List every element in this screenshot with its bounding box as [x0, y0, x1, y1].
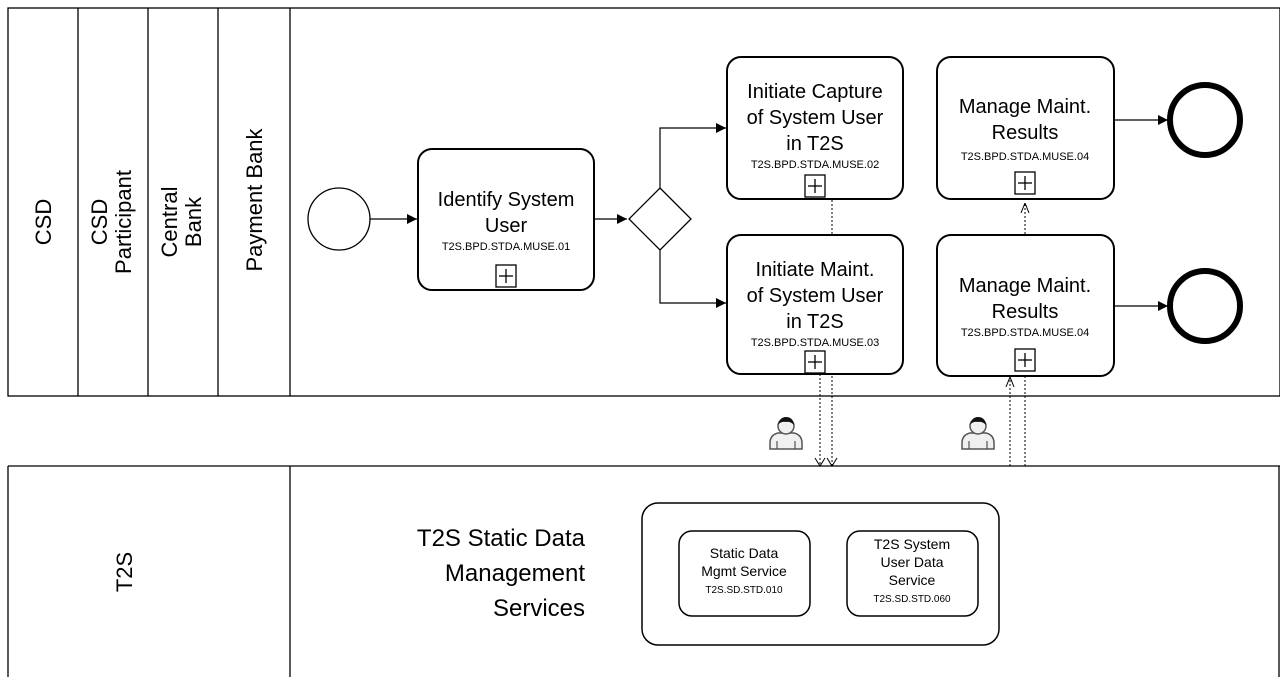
task-title-line: Results — [992, 122, 1059, 144]
subprocess-marker-icon — [1014, 348, 1036, 372]
lane-label-t2s: T2S — [112, 552, 137, 592]
subprocess-marker-icon — [495, 264, 517, 288]
service-title-line: Static Data — [710, 545, 779, 561]
exclusive-gateway[interactable] — [628, 187, 692, 251]
lane-label-csd-participant-line-1: CSD — [87, 199, 112, 245]
service-title-line: Service — [889, 572, 936, 588]
subprocess-marker-icon — [804, 174, 826, 198]
task-title-line: in T2S — [786, 133, 843, 155]
group-title-line-3: Services — [493, 595, 585, 622]
service-title-line: Mgmt Service — [701, 563, 787, 579]
lane-label-central-bank-line-2: Bank — [181, 196, 206, 247]
flow-gateway-to-maint — [659, 250, 726, 308]
start-event[interactable] — [307, 187, 371, 251]
task-code: T2S.BPD.STDA.MUSE.02 — [751, 159, 879, 171]
task-manage-results-bottom[interactable]: Manage Maint. Results T2S.BPD.STDA.MUSE.… — [936, 234, 1115, 377]
task-code: T2S.BPD.STDA.MUSE.01 — [442, 241, 570, 253]
service-t2s-system-user-data[interactable]: T2S System User Data Service T2S.SD.STD.… — [846, 530, 979, 617]
lane-label-csd-participant-line-2: Participant — [111, 170, 136, 274]
task-title-line: of System User — [747, 107, 884, 129]
user-icon — [961, 417, 995, 450]
lane-label-central-bank: Central Bank — [157, 187, 206, 258]
user-icon — [769, 417, 803, 450]
service-static-data-mgmt[interactable]: Static Data Mgmt Service T2S.SD.STD.010 — [678, 530, 811, 617]
task-code: T2S.BPD.STDA.MUSE.04 — [961, 151, 1089, 163]
group-title-line-2: Management — [445, 560, 585, 587]
task-title-line: in T2S — [786, 311, 843, 333]
task-initiate-maint[interactable]: Initiate Maint. of System User in T2S T2… — [726, 234, 904, 375]
sequence-flows — [370, 115, 1168, 311]
task-initiate-capture[interactable]: Initiate Capture of System User in T2S T… — [726, 56, 904, 200]
service-title-line: User Data — [880, 554, 943, 570]
task-title-line: Manage Maint. — [959, 96, 1091, 118]
task-identify-system-user[interactable]: Identify System User T2S.BPD.STDA.MUSE.0… — [417, 148, 595, 291]
task-title-line: Identify System — [438, 189, 575, 211]
task-title-line: Initiate Capture — [747, 81, 883, 103]
lane-label-csd-participant: CSD Participant — [87, 170, 136, 274]
task-code: T2S.BPD.STDA.MUSE.04 — [961, 327, 1089, 339]
task-title-line: Initiate Maint. — [756, 259, 875, 281]
flow-gateway-to-capture — [659, 123, 726, 188]
bottom-pool: T2S T2S Static Data Management Services … — [7, 465, 1280, 677]
lane-label-csd: CSD — [31, 199, 56, 245]
task-title-line: User — [485, 215, 528, 237]
lane-label-payment-bank: Payment Bank — [242, 127, 267, 271]
group-title-line-1: T2S Static Data — [417, 525, 586, 552]
task-title-line: Manage Maint. — [959, 275, 1091, 297]
message-flow-arrowheads — [814, 457, 838, 467]
lane-label-central-bank-line-1: Central — [157, 187, 182, 258]
end-event-bottom[interactable] — [1167, 268, 1243, 344]
task-title-line: of System User — [747, 285, 884, 307]
service-title-line: T2S System — [874, 536, 950, 552]
group-title: T2S Static Data Management Services — [417, 525, 586, 622]
service-code: T2S.SD.STD.010 — [705, 585, 783, 596]
service-code: T2S.SD.STD.060 — [873, 594, 951, 605]
task-title-line: Results — [992, 301, 1059, 323]
task-manage-results-top[interactable]: Manage Maint. Results T2S.BPD.STDA.MUSE.… — [936, 56, 1115, 200]
subprocess-marker-icon — [804, 350, 826, 374]
subprocess-marker-icon — [1014, 171, 1036, 195]
task-code: T2S.BPD.STDA.MUSE.03 — [751, 337, 879, 349]
end-event-top[interactable] — [1167, 82, 1243, 158]
